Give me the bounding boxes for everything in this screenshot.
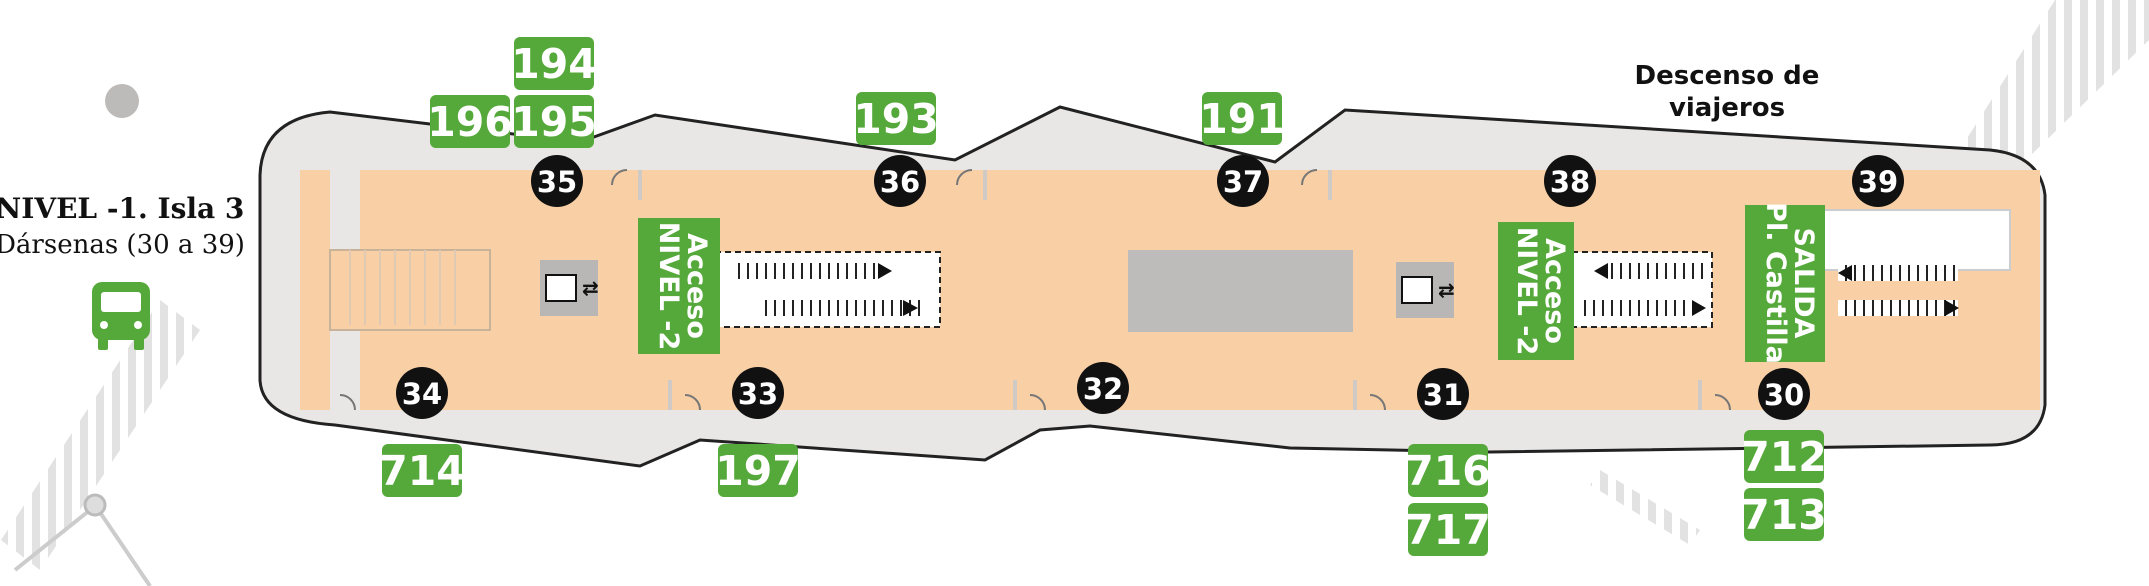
svg-text:195: 195 <box>511 98 597 146</box>
escalator-icon <box>714 251 941 328</box>
svg-text:193: 193 <box>853 95 939 143</box>
bay-33: 33 <box>732 367 784 419</box>
access-label-line: Acceso <box>681 233 712 339</box>
escalator-icon <box>1571 251 1713 328</box>
route-badge-193[interactable]: 193 <box>853 92 939 145</box>
stairs <box>349 250 456 325</box>
escalator-icon <box>1819 209 2011 316</box>
route-badge-191[interactable]: 191 <box>1199 92 1285 145</box>
route-badge-717[interactable]: 717 <box>1405 503 1491 556</box>
access-label-line: Acceso <box>1539 238 1570 344</box>
door-icon <box>339 169 1731 411</box>
svg-text:194: 194 <box>511 40 597 88</box>
dropoff-label: viajeros <box>1669 93 1785 123</box>
route-badge-714[interactable]: 714 <box>379 444 465 497</box>
svg-text:34: 34 <box>402 377 442 411</box>
elevator-icon: ⇄ <box>1396 262 1455 318</box>
svg-text:191: 191 <box>1199 95 1285 143</box>
route-badge-197[interactable]: 197 <box>715 444 801 497</box>
exit-label-line: Pl. Castilla <box>1760 202 1791 364</box>
access-label-line: NIVEL -2 <box>653 222 684 351</box>
route-badge-195[interactable]: 195 <box>511 95 597 148</box>
svg-text:35: 35 <box>537 165 577 199</box>
svg-text:33: 33 <box>738 377 778 411</box>
route-badge-713[interactable]: 713 <box>1741 488 1827 541</box>
svg-text:196: 196 <box>427 98 513 146</box>
page-subtitle: Dársenas (30 a 39) <box>0 230 245 260</box>
route-badge-716[interactable]: 716 <box>1405 444 1491 497</box>
access-label-1: Acceso NIVEL -2 <box>638 218 720 354</box>
svg-text:⇄: ⇄ <box>1438 278 1455 302</box>
access-label-line: NIVEL -2 <box>1511 227 1542 356</box>
exit-label-line: SALIDA <box>1788 228 1819 339</box>
svg-text:717: 717 <box>1405 506 1491 554</box>
page-title: NIVEL -1. Isla 3 <box>0 192 244 225</box>
svg-text:32: 32 <box>1083 372 1123 406</box>
bay-31: 31 <box>1417 368 1469 420</box>
svg-text:197: 197 <box>715 447 801 495</box>
bay-39: 39 <box>1852 155 1904 207</box>
access-label-2: Acceso NIVEL -2 <box>1498 222 1574 360</box>
bay-36: 36 <box>874 155 926 207</box>
street-lamp-icon <box>13 493 152 586</box>
svg-text:⇄: ⇄ <box>582 276 599 300</box>
svg-text:712: 712 <box>1741 433 1827 481</box>
svg-text:37: 37 <box>1223 165 1263 199</box>
route-badge-712[interactable]: 712 <box>1741 430 1827 483</box>
bay-32: 32 <box>1077 362 1129 414</box>
svg-text:716: 716 <box>1405 447 1491 495</box>
wall-separators <box>638 170 1702 410</box>
dropoff-label: Descenso de <box>1635 61 1820 91</box>
bay-37: 37 <box>1217 155 1269 207</box>
bus-icon <box>92 282 150 350</box>
svg-text:713: 713 <box>1741 491 1827 539</box>
route-badge-196[interactable]: 196 <box>427 95 513 148</box>
location-dot <box>105 84 139 118</box>
exit-label: SALIDA Pl. Castilla <box>1745 202 1825 364</box>
svg-text:38: 38 <box>1550 165 1590 199</box>
bay-38: 38 <box>1544 155 1596 207</box>
svg-text:714: 714 <box>379 447 465 495</box>
svg-text:36: 36 <box>880 165 920 199</box>
bay-35: 35 <box>531 155 583 207</box>
central-block <box>1128 250 1353 332</box>
svg-text:30: 30 <box>1764 378 1804 412</box>
svg-text:31: 31 <box>1423 378 1463 412</box>
elevator-icon: ⇄ <box>540 260 599 316</box>
bay-34: 34 <box>396 367 448 419</box>
bay-30: 30 <box>1758 368 1810 420</box>
svg-text:39: 39 <box>1858 165 1898 199</box>
route-badge-194[interactable]: 194 <box>511 37 597 90</box>
